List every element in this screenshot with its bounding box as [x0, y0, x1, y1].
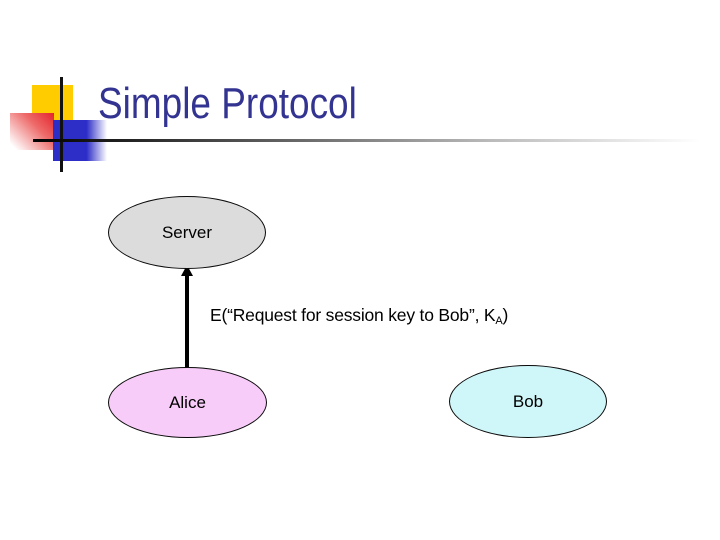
message-label: E(“Request for session key to Bob”, KA) [210, 305, 508, 326]
message-label-suffix: ) [502, 305, 509, 325]
node-server-label: Server [161, 222, 213, 242]
arrow-up-head-icon [181, 265, 193, 276]
accent-vertical-line [60, 77, 63, 172]
node-server: Server [108, 196, 266, 269]
node-bob: Bob [449, 365, 607, 438]
arrow-alice-to-server-shaft [185, 274, 189, 368]
node-alice: Alice [108, 367, 267, 438]
node-alice-label: Alice [169, 392, 206, 412]
slide-title: Simple Protocol [98, 79, 357, 128]
message-label-prefix: E(“Request for session key to Bob”, K [210, 305, 496, 325]
accent-red-gradient-square [10, 113, 54, 150]
title-underline-rule [33, 139, 700, 142]
message-label-subscript: A [495, 314, 503, 327]
node-bob-label: Bob [512, 391, 544, 411]
